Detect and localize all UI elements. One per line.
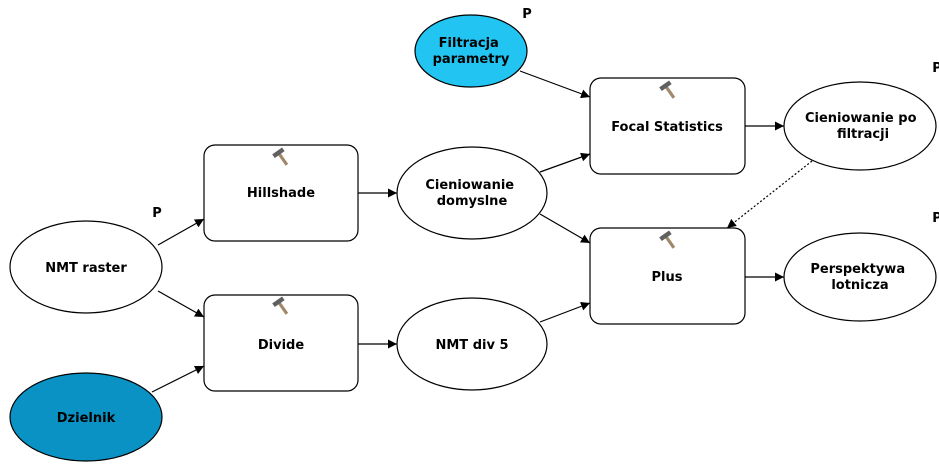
cieniowanie-domyslne-label: Cieniowanie domyslne	[425, 178, 518, 209]
node-nmt-raster[interactable]: NMT raster	[9, 220, 163, 314]
nmt-div-5-label: NMT div 5	[435, 338, 508, 353]
nmt-div-5-ellipse	[396, 297, 548, 391]
cieniowanie-po-filtracji-line-2: filtracji	[837, 127, 889, 142]
node-hillshade[interactable]: Hillshade	[203, 144, 359, 242]
connector-nmt-div-5-to-plus	[539, 301, 591, 323]
hillshade-box	[203, 144, 359, 242]
filtracja-parametry-line-1: Filtracja	[439, 36, 499, 51]
cieniowanie-domyslne-line-2: domyslne	[437, 194, 508, 209]
cieniowanie-po-filtracji-parameter-marker: P	[932, 61, 939, 76]
connector-dzielnik-to-divide	[151, 365, 205, 393]
divide-box	[203, 294, 359, 392]
perspektywa-lotnicza-ellipse	[783, 232, 937, 322]
perspektywa-lotnicza-line-1: Perspektywa	[810, 262, 905, 277]
connector-filtracja-parametry-to-focal-statistics	[519, 70, 591, 99]
dzielnik-ellipse	[9, 372, 163, 462]
filtracja-parametry-ellipse	[414, 14, 528, 88]
focal-statistics-label: Focal Statistics	[611, 120, 723, 135]
filtracja-parametry-label: Filtracja parametry	[433, 36, 510, 67]
cieniowanie-domyslne-ellipse	[396, 146, 548, 240]
connector-nmt-raster-to-hillshade	[157, 218, 205, 246]
nmt-raster-ellipse	[9, 220, 163, 314]
cieniowanie-domyslne-line-1: Cieniowanie	[425, 178, 514, 193]
dzielnik-label: Dzielnik	[57, 411, 116, 426]
node-focal-statistics[interactable]: Focal Statistics	[589, 77, 746, 175]
cieniowanie-po-filtracji-line-1: Cieniowanie po	[805, 111, 917, 126]
focal-statistics-box	[589, 77, 746, 175]
node-plus[interactable]: Plus	[589, 227, 746, 325]
connectors	[151, 70, 813, 393]
connector-cieniowanie-domyslne-to-focal-statistics	[539, 152, 591, 173]
perspektywa-lotnicza-line-2: lotnicza	[831, 278, 888, 293]
hillshade-label: Hillshade	[247, 186, 315, 201]
cieniowanie-po-filtracji-ellipse	[783, 81, 937, 171]
filtracja-parametry-line-2: parametry	[433, 52, 510, 67]
nmt-raster-parameter-marker: P	[152, 206, 162, 221]
node-filtracja-parametry[interactable]: Filtracja parametry	[414, 14, 528, 88]
divide-label: Divide	[258, 338, 304, 353]
node-nmt-div-5[interactable]: NMT div 5	[396, 297, 548, 391]
filtracja-parametry-parameter-marker: P	[522, 7, 532, 22]
cieniowanie-po-filtracji-label: Cieniowanie po filtracji	[805, 111, 921, 142]
perspektywa-lotnicza-label: Perspektywa lotnicza	[810, 262, 909, 293]
plus-label: Plus	[652, 270, 683, 285]
connector-cieniowanie-domyslne-to-plus	[539, 213, 591, 244]
node-cieniowanie-domyslne[interactable]: Cieniowanie domyslne	[396, 146, 548, 240]
perspektywa-lotnicza-parameter-marker: P	[932, 211, 939, 226]
node-divide[interactable]: Divide	[203, 294, 359, 392]
node-perspektywa-lotnicza[interactable]: Perspektywa lotnicza	[783, 232, 937, 322]
plus-box	[589, 227, 746, 325]
connector-nmt-raster-to-divide	[157, 290, 205, 318]
node-dzielnik[interactable]: Dzielnik	[9, 372, 163, 462]
node-cieniowanie-po-filtracji[interactable]: Cieniowanie po filtracji	[783, 81, 937, 171]
nmt-raster-label: NMT raster	[45, 261, 127, 276]
